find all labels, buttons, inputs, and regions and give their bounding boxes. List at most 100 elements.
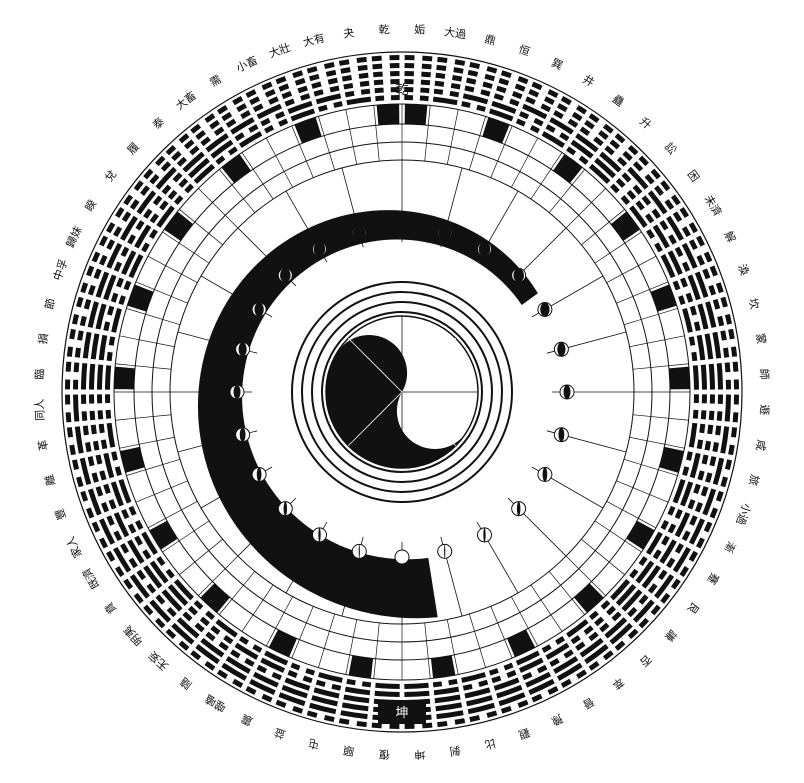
yang-line [91,333,100,359]
moon-shadow [234,385,241,399]
yin-line-left [205,611,215,620]
yang-line [436,710,463,719]
yin-line-left [99,255,107,266]
yang-line [404,683,428,689]
yin-line-right [361,89,370,95]
band-block [553,154,582,183]
yin-line-left [561,96,572,105]
yin-line-left [633,161,643,171]
yin-line-left [101,440,107,450]
yin-line-left [606,606,616,616]
yin-line-right [307,710,318,717]
moon-shadow [479,242,491,256]
yin-line-left [525,96,536,104]
yin-line-right [326,70,336,77]
band-spoke [469,116,485,170]
yin-line-left [232,679,243,688]
yin-line-right [678,295,685,305]
hexagram-name: 坎 [746,297,761,311]
yang-line [346,97,371,106]
yin-line-right [330,86,340,93]
yin-line-left [127,234,136,244]
yin-line-left [318,105,328,112]
yin-line-right [99,235,108,246]
yin-line-right [217,669,228,679]
yin-line-right [184,184,194,194]
band-block [349,655,373,678]
yin-line-left [584,625,594,634]
yin-line-right [65,395,70,405]
band-block [127,284,153,311]
yin-line-right [297,86,307,94]
yin-line-left [118,295,125,305]
yin-line-left [101,502,109,513]
yin-line-right [682,466,689,476]
hexagram-name: 訟 [662,139,680,157]
yang-line [342,702,369,711]
moon-shadow [564,385,571,399]
yin-line-left [468,70,478,77]
yin-line-left [689,336,695,345]
yin-line-left [75,348,81,358]
yin-line-right [209,120,220,130]
yin-line-left [675,247,684,257]
yin-line-right [189,145,199,155]
yin-line-left [86,508,94,519]
yin-line-right [74,362,80,372]
band-spoke [120,437,175,448]
yin-line-right [155,594,165,604]
yin-line-right [599,623,609,633]
yin-line-left [501,70,512,78]
yin-line-left [85,442,92,452]
yin-line-left [658,570,667,581]
yin-line-right [695,502,703,513]
yin-line-right [69,329,76,340]
yin-line-right [88,456,95,466]
hexagram-name: 師 [757,368,771,380]
yin-line-left [696,235,705,246]
band-spoke [447,110,458,165]
yin-line-right [389,55,399,60]
yin-line-right [245,686,256,695]
yin-line-right [89,394,94,403]
yin-line-left [469,62,480,69]
yin-line-right [697,440,703,450]
yin-line-left [342,75,352,82]
hexagram-name: 井 [580,72,597,90]
yin-line-left [531,82,542,91]
yin-line-right [731,346,737,356]
yin-line-left [98,410,104,419]
yin-line-right [359,73,369,79]
yin-line-left [612,611,622,621]
yin-line-left [537,665,547,674]
yin-line-right [121,247,130,257]
yin-line-right [265,89,276,97]
yin-line-left [519,111,529,119]
yin-line-left [405,55,415,60]
yin-line-left [704,521,713,532]
yin-line-right [559,132,569,141]
yin-line-right [214,127,225,136]
band-block [120,447,145,473]
yin-line-left [448,679,457,685]
yin-line-left [654,185,664,196]
yin-line-left [639,594,649,604]
yin-line-left [129,558,138,569]
yin-line-right [421,80,430,86]
yang-line [566,619,588,637]
yin-line-left [694,394,699,403]
yin-line-right [80,491,88,502]
yin-line-left [76,476,83,487]
moon-shadow [359,544,360,558]
yin-line-right [291,663,301,671]
yin-line-right [531,694,542,703]
yin-line-right [121,509,129,519]
yin-line-left [580,127,591,136]
yin-line-right [129,506,137,516]
yin-line-left [292,706,303,714]
yin-line-right [275,111,285,119]
moon-shadow [280,268,291,282]
yin-line-left [610,184,620,194]
hexagram-name: 蠱 [610,92,627,110]
yin-line-right [547,89,558,98]
